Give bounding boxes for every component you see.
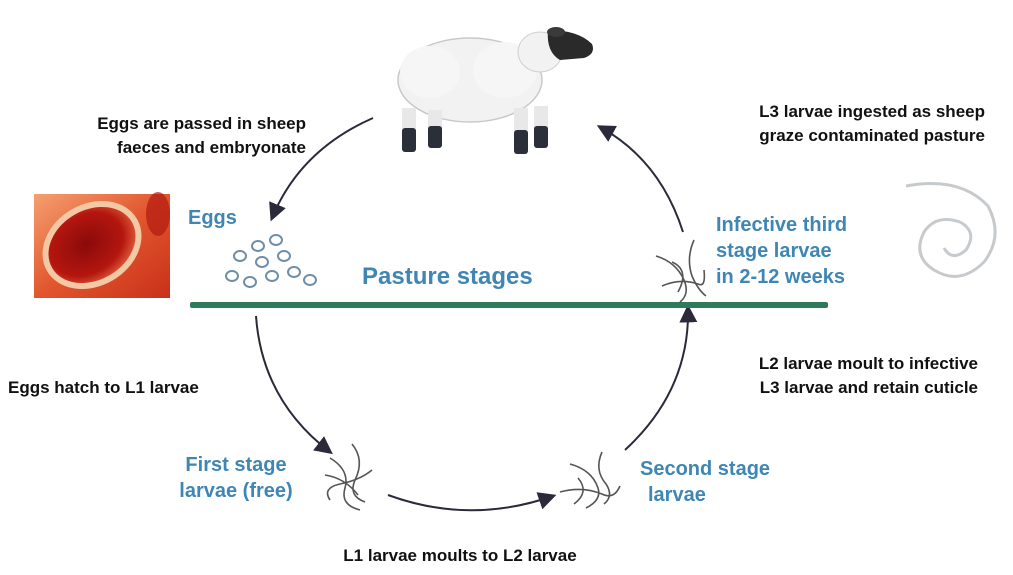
caption-eggs-hatch: Eggs hatch to L1 larvae (8, 376, 288, 400)
stage-line: Infective third (716, 212, 847, 238)
caption-line: faeces and embryonate (20, 136, 306, 160)
egg-cluster-icon (226, 235, 316, 287)
caption-line: graze contaminated pasture (640, 124, 985, 148)
stage-line: larvae (free) (150, 478, 322, 504)
stage-line: First stage (150, 452, 322, 478)
caption-eggs-passed: Eggs are passed in sheep faeces and embr… (20, 112, 306, 160)
caption-line: Eggs are passed in sheep (20, 112, 306, 136)
sheep-illustration (398, 27, 593, 154)
stage-first-label: First stage larvae (free) (150, 452, 322, 504)
larva-icon-infective (656, 240, 706, 302)
egg-micrograph (26, 183, 170, 306)
pasture-stages-label: Pasture stages (362, 264, 533, 290)
caption-line: L3 larvae and retain cuticle (660, 376, 978, 400)
caption-line: L2 larvae moult to infective (660, 352, 978, 376)
stage-line: Second stage (640, 456, 770, 482)
caption-l3-ingested: L3 larvae ingested as sheep graze contam… (640, 100, 985, 148)
arrow-to-second-stage (388, 495, 553, 510)
pasture-line (190, 302, 828, 308)
coiled-larva-icon (906, 184, 995, 277)
larva-icon-second-stage (560, 452, 620, 508)
caption-l1-moult: L1 larvae moults to L2 larvae (250, 544, 670, 568)
larva-icon-first-stage (325, 444, 372, 510)
caption-l2-moult: L2 larvae moult to infective L3 larvae a… (660, 352, 978, 400)
stage-line: in 2-12 weeks (716, 264, 847, 290)
stage-second-label: Second stage larvae (640, 456, 770, 508)
stage-eggs-label: Eggs (188, 205, 237, 231)
caption-line: L3 larvae ingested as sheep (640, 100, 985, 124)
stage-infective-label: Infective third stage larvae in 2-12 wee… (716, 212, 847, 290)
stage-line: larvae (640, 482, 770, 508)
stage-line: stage larvae (716, 238, 847, 264)
